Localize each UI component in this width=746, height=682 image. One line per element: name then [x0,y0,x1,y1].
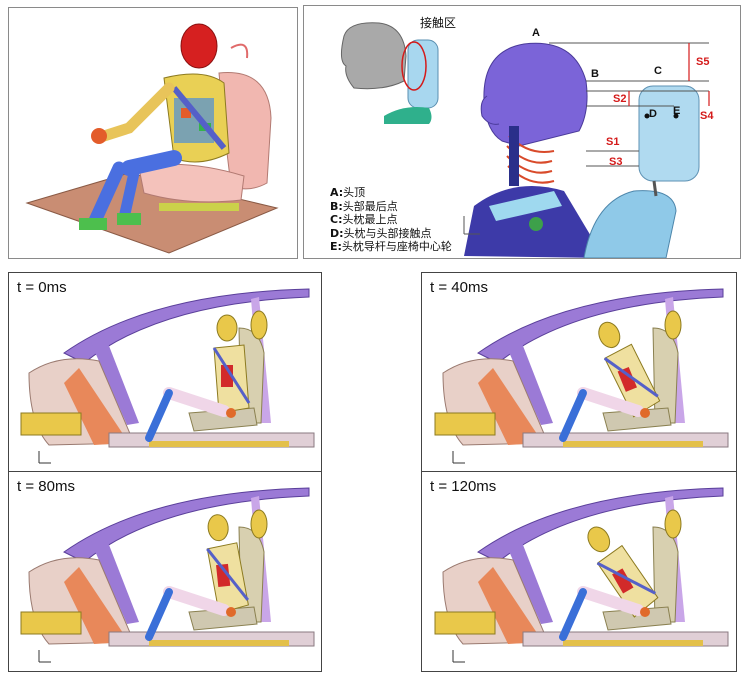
legend-item: E:头枕导杆与座椅中心轮 [330,240,452,253]
vehicle-section [434,288,729,464]
dim-s4-label: S4 [700,110,714,122]
dim-s5-label: S5 [696,56,710,68]
frame-t0: t = 0ms [9,273,321,472]
dim-s2-label: S2 [613,93,627,105]
time-label: t = 80ms [17,478,75,495]
point-e-label: E [673,105,681,117]
time-label: t = 40ms [430,279,488,296]
vehicle-section [434,487,729,663]
dim-s3-label: S3 [609,156,623,168]
vehicle-section [20,487,315,663]
frame-t120: t = 120ms [422,472,736,671]
headrest-schematic: 接触区 A B C D E S1 S2 S3 S4 S5 A:头顶 B:头部最后… [303,5,741,259]
frame-t40: t = 40ms [422,273,736,472]
point-c-label: C [654,65,662,77]
dim-s1-label: S1 [606,136,620,148]
time-label: t = 0ms [17,279,67,296]
point-a-label: A [532,27,540,39]
legend-item: C:头枕最上点 [330,213,398,226]
legend: A:头顶 B:头部最后点 C:头枕最上点 D:头枕与头部接触点 E:头枕导杆与座… [330,186,452,254]
legend-item: D:头枕与头部接触点 [330,226,432,240]
schematic-drawing [340,22,710,258]
dummy-3d-illustration [25,23,279,254]
crash-sequence-right: t = 40ms t = 120ms [421,272,737,672]
point-b-label: B [591,68,599,80]
point-d-label: D [649,108,657,120]
dummy-3d-view [8,7,298,259]
frame-t80: t = 80ms [9,472,321,671]
crash-sequence-left: t = 0ms t = 80ms [8,272,322,672]
time-label: t = 120ms [430,478,497,495]
legend-item: B:头部最后点 [330,199,398,213]
vehicle-section [20,288,315,464]
contact-zone-label: 接触区 [420,16,457,30]
legend-item: A:头顶 [330,186,366,199]
